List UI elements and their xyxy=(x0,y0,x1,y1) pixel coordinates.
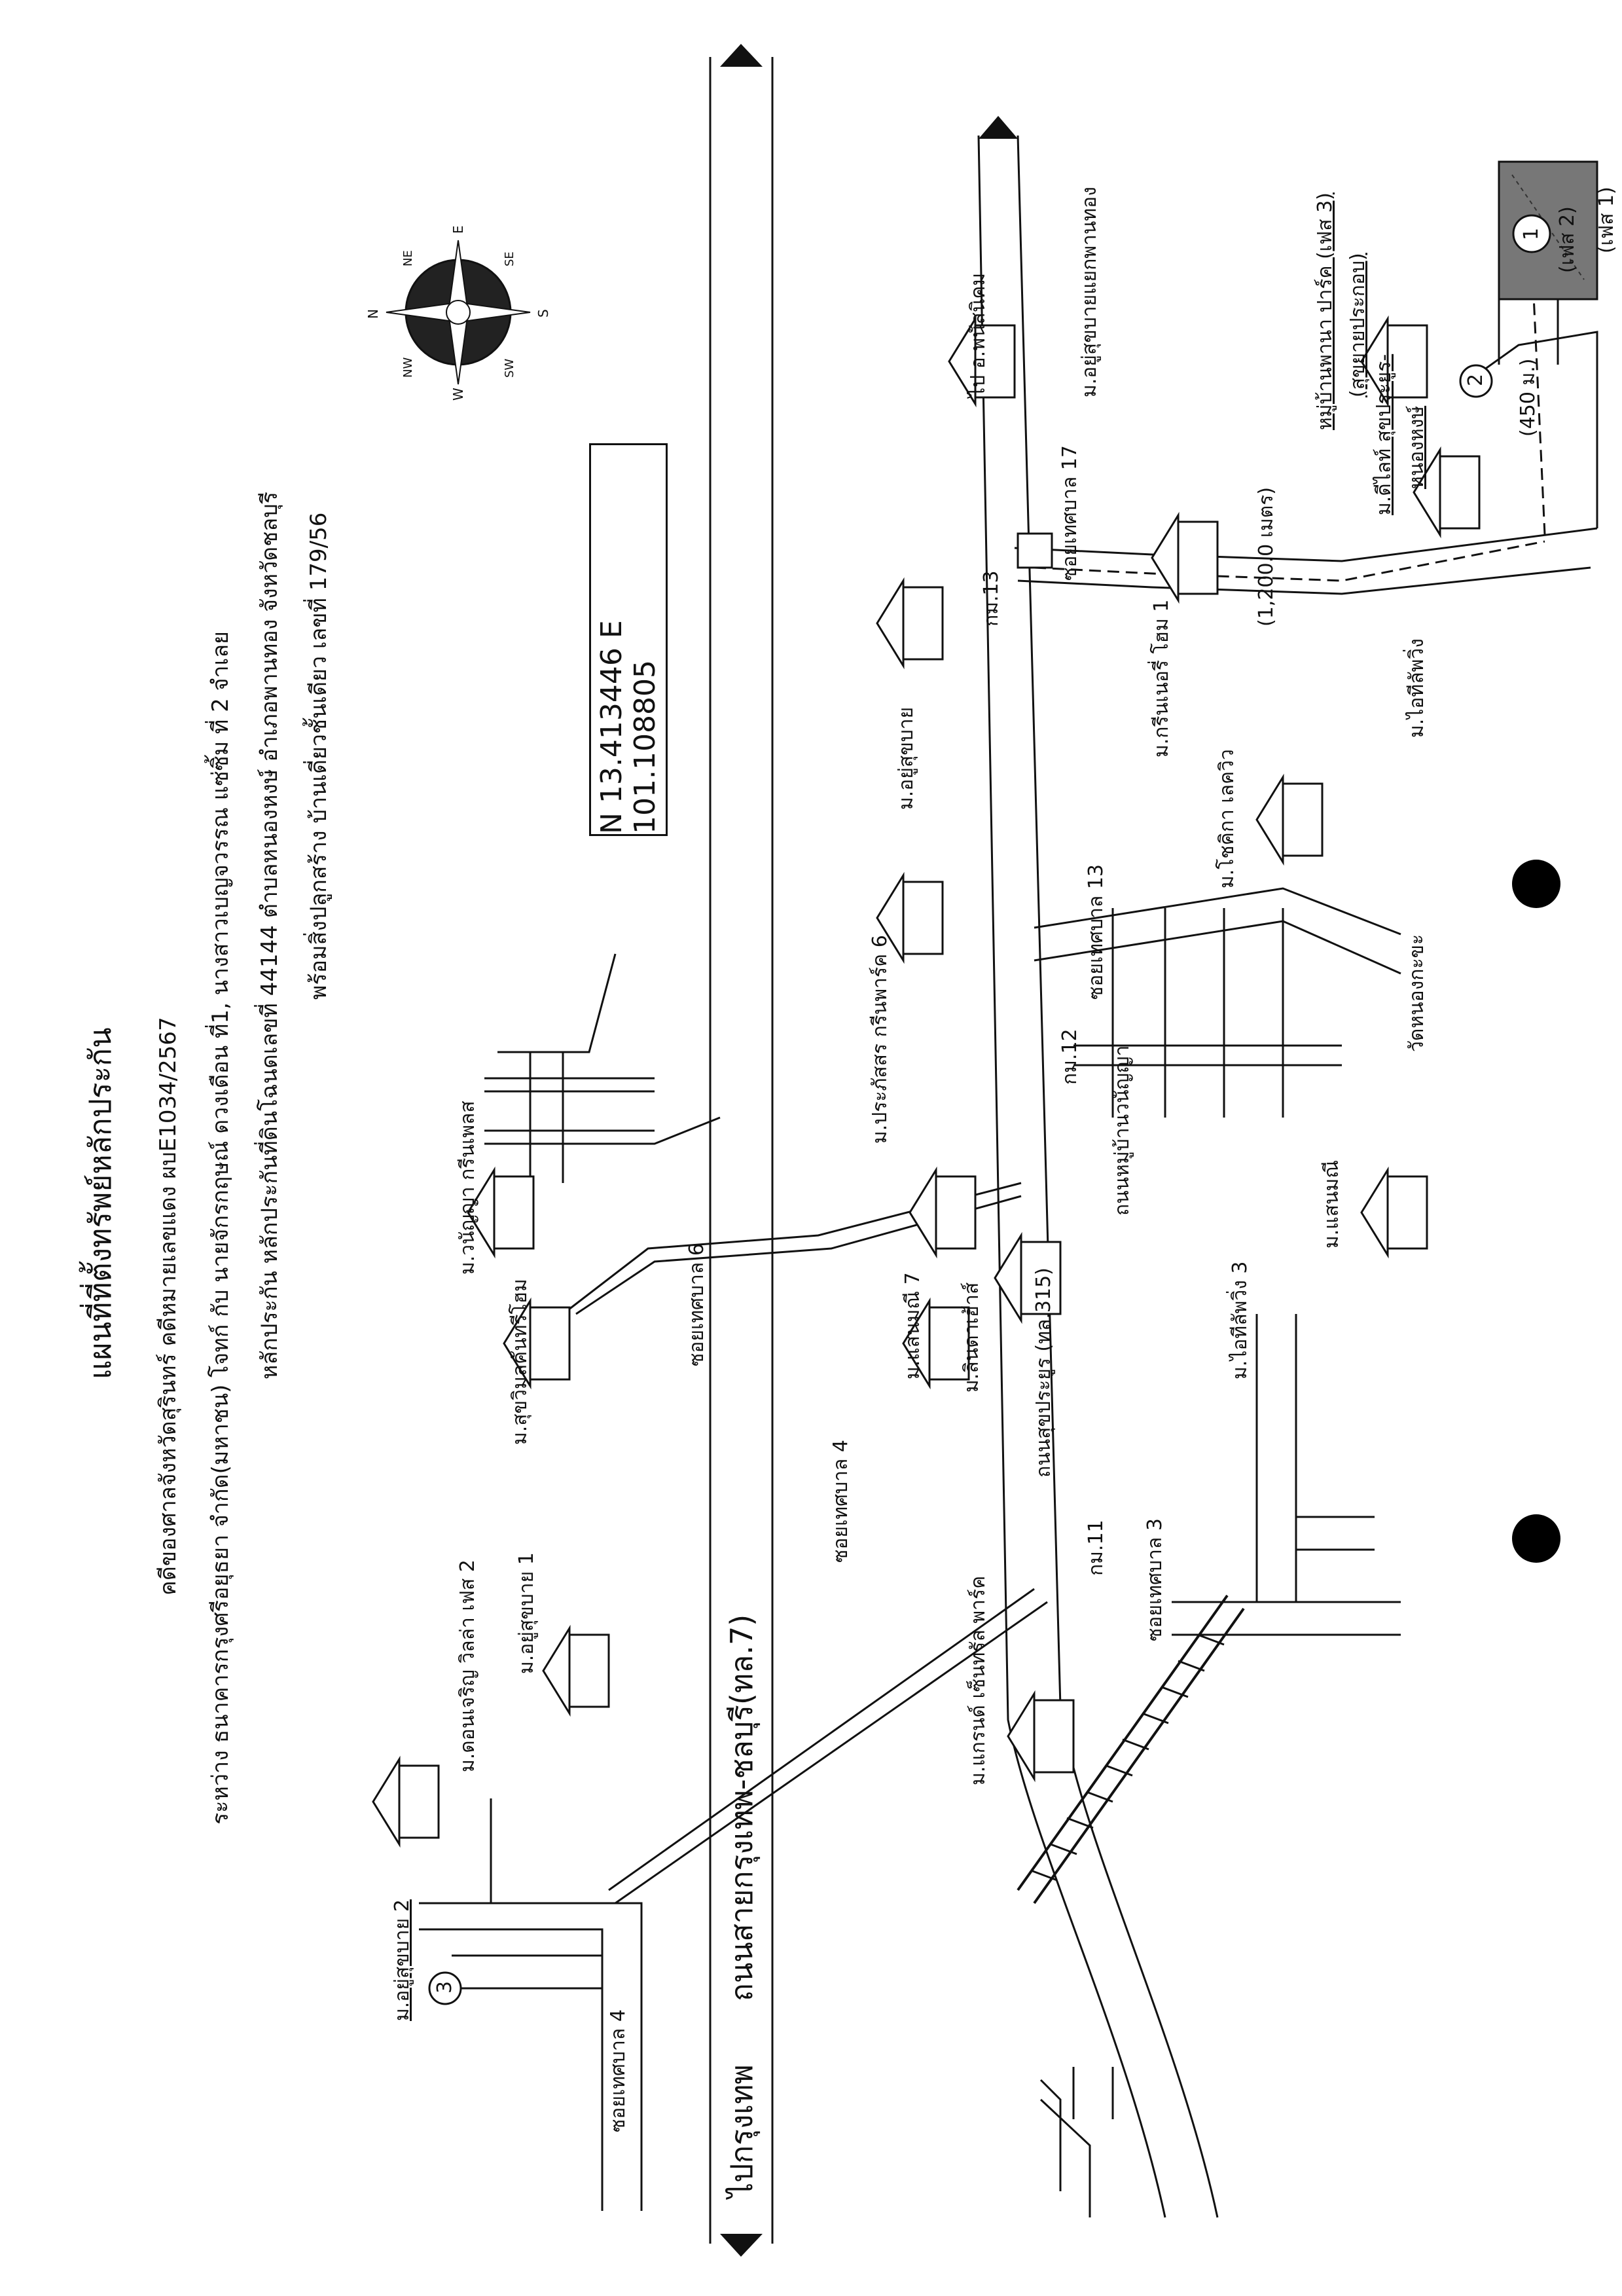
label-m-ausukbai-2: ม.อยู่สุขบาย 2 xyxy=(391,1899,414,2021)
house-icons xyxy=(372,315,1481,1848)
store-icon xyxy=(1017,532,1053,569)
label-soi13: ซอยเทศบาล 13 xyxy=(1085,864,1108,1000)
punch-hole-bottom xyxy=(1512,1514,1560,1563)
compass-w: W xyxy=(450,388,466,401)
label-m-grand: ม.แกรนด์ เซ็นทรัล พาร์ค xyxy=(967,1575,990,1785)
label-soi6: ซอยเทศบาล 6 xyxy=(685,1243,708,1366)
marker-3-label: 3 xyxy=(433,1980,456,1994)
label-delight-2: หนองหงษ์ xyxy=(1405,405,1428,489)
highway-arrows xyxy=(720,44,763,2257)
compass-nw: NW xyxy=(401,357,415,378)
label-road-315: ถนนสุขประยูร (ทล.315) xyxy=(1032,1267,1055,1478)
compass-e: E xyxy=(450,225,466,234)
road-315-arrow xyxy=(979,116,1018,139)
railway xyxy=(1017,1594,1245,1904)
label-soi4: ซอยเทศบาล 4 xyxy=(607,2009,630,2132)
highway-7 xyxy=(709,57,774,2244)
label-m-linda: ม.ลินดาเฮ้าส์ xyxy=(960,1282,983,1393)
label-m-ausukbai: ม.อยู่สุขบาย xyxy=(895,706,918,810)
label-m-ausukbai-market: ม.อยู่สุขบายแยกพานทอง xyxy=(1078,187,1101,397)
label-to-bangkok: ไปกรุงเทพ xyxy=(724,2064,759,2198)
marker-circles xyxy=(428,214,1551,2005)
parties-line: ระหว่าง ธนาคารกรุงศรีอยุธยา จำกัด(มหาชน)… xyxy=(207,631,234,1825)
label-m-ithi3: ม.ไอทีลัพวิ่ง 3 xyxy=(1229,1261,1252,1379)
label-to-phanat: ไป อ.พนัสนิคม xyxy=(967,272,990,397)
label-km13: กม.13 xyxy=(980,570,1003,627)
dashed-route xyxy=(1034,253,1546,582)
label-m-ithi: ม.ไอทีลัพวิ่ง xyxy=(1405,638,1428,738)
label-wananya-road: ถนนหมู่บ้านวนัญญา xyxy=(1111,1045,1134,1216)
label-phase3: หมู่บ้านพานา ปาร์ค (เฟส 3) xyxy=(1314,192,1337,430)
map-title: แผนที่ที่ตั้งทรัพย์หลักประกัน xyxy=(82,1027,118,1379)
label-km12: กม.12 xyxy=(1058,1029,1081,1085)
label-distance-1200: (1,200.0 เมตร) xyxy=(1255,486,1278,627)
collateral-line: หลักประกัน หลักประกันที่ดินโฉนดเลขที่ 44… xyxy=(257,491,283,1379)
label-m-saenmani: ม.แสนมณี xyxy=(1320,1159,1343,1248)
label-soi3: ซอยเทศบาล 3 xyxy=(1144,1518,1166,1641)
building-line: พร้อมสิ่งปลูกสร้าง บ้านเดี่ยวชั้นเดียว เ… xyxy=(306,512,332,1000)
label-km11: กม.11 xyxy=(1085,1520,1108,1576)
label-soi17: ซอยเทศบาล 17 xyxy=(1058,445,1081,581)
marker-2-label: 2 xyxy=(1464,373,1487,386)
label-delight: ม.ดีไลท์ สุขประยูร- xyxy=(1373,354,1396,515)
label-m-saenmani7: ม.แสนมณี 7 xyxy=(901,1272,924,1379)
compass-sw: SW xyxy=(503,358,516,378)
compass-n: N xyxy=(365,309,381,319)
road-315 xyxy=(977,135,1219,2218)
compass-rose xyxy=(386,240,531,385)
court-line: คดีของศาลจังหวัดสุรินทร์ คดีหมายเลขแดง ผ… xyxy=(155,1017,181,1595)
label-m-chokchai: ม.โชคิกา เลควิว xyxy=(1216,749,1238,888)
label-phase2: (เฟส 2) xyxy=(1556,206,1579,273)
label-m-ausukbai-1: ม.อยู่สุขบาย 1 xyxy=(515,1552,538,1674)
label-m-donjaroen: ม.ดอนเจริญ วิลล่า เฟส 2 xyxy=(456,1559,479,1772)
label-m-sukawin: ม.สุขวิมลคันทรีโฮม xyxy=(509,1279,532,1445)
label-m-prasat: ม.ประภัสสร กรีนพาร์ค 6 xyxy=(869,935,892,1144)
label-m-greenery-home1: ม.กรีนเนอรี่ โฮม 1 xyxy=(1150,599,1173,757)
label-wat: วัดหนองกะขะ xyxy=(1405,934,1428,1052)
label-soi4b: ซอยเทศบาล 4 xyxy=(829,1440,852,1563)
compass-ne: NE xyxy=(401,250,415,266)
coordinates-box: N 13.413446 E 101.108805 xyxy=(589,443,668,836)
label-distance-450: (450 ม.) xyxy=(1517,358,1540,437)
compass-s: S xyxy=(535,309,551,318)
label-main-road: ถนนสายกรุงเทพ-ชลบุรี(ทล.7) xyxy=(724,1614,759,2001)
compass-se: SE xyxy=(503,251,516,266)
railway-ties xyxy=(1030,1633,1225,1882)
label-m-wananya: ม.วนัญญา กรีนเพลส xyxy=(456,1101,479,1275)
marker-1-label: 1 xyxy=(1520,227,1543,240)
label-phase1: (เฟส 1) xyxy=(1595,187,1618,253)
punch-hole-top xyxy=(1512,860,1560,908)
label-phase3-sub: (สุขยายประกอบ) xyxy=(1346,253,1369,397)
